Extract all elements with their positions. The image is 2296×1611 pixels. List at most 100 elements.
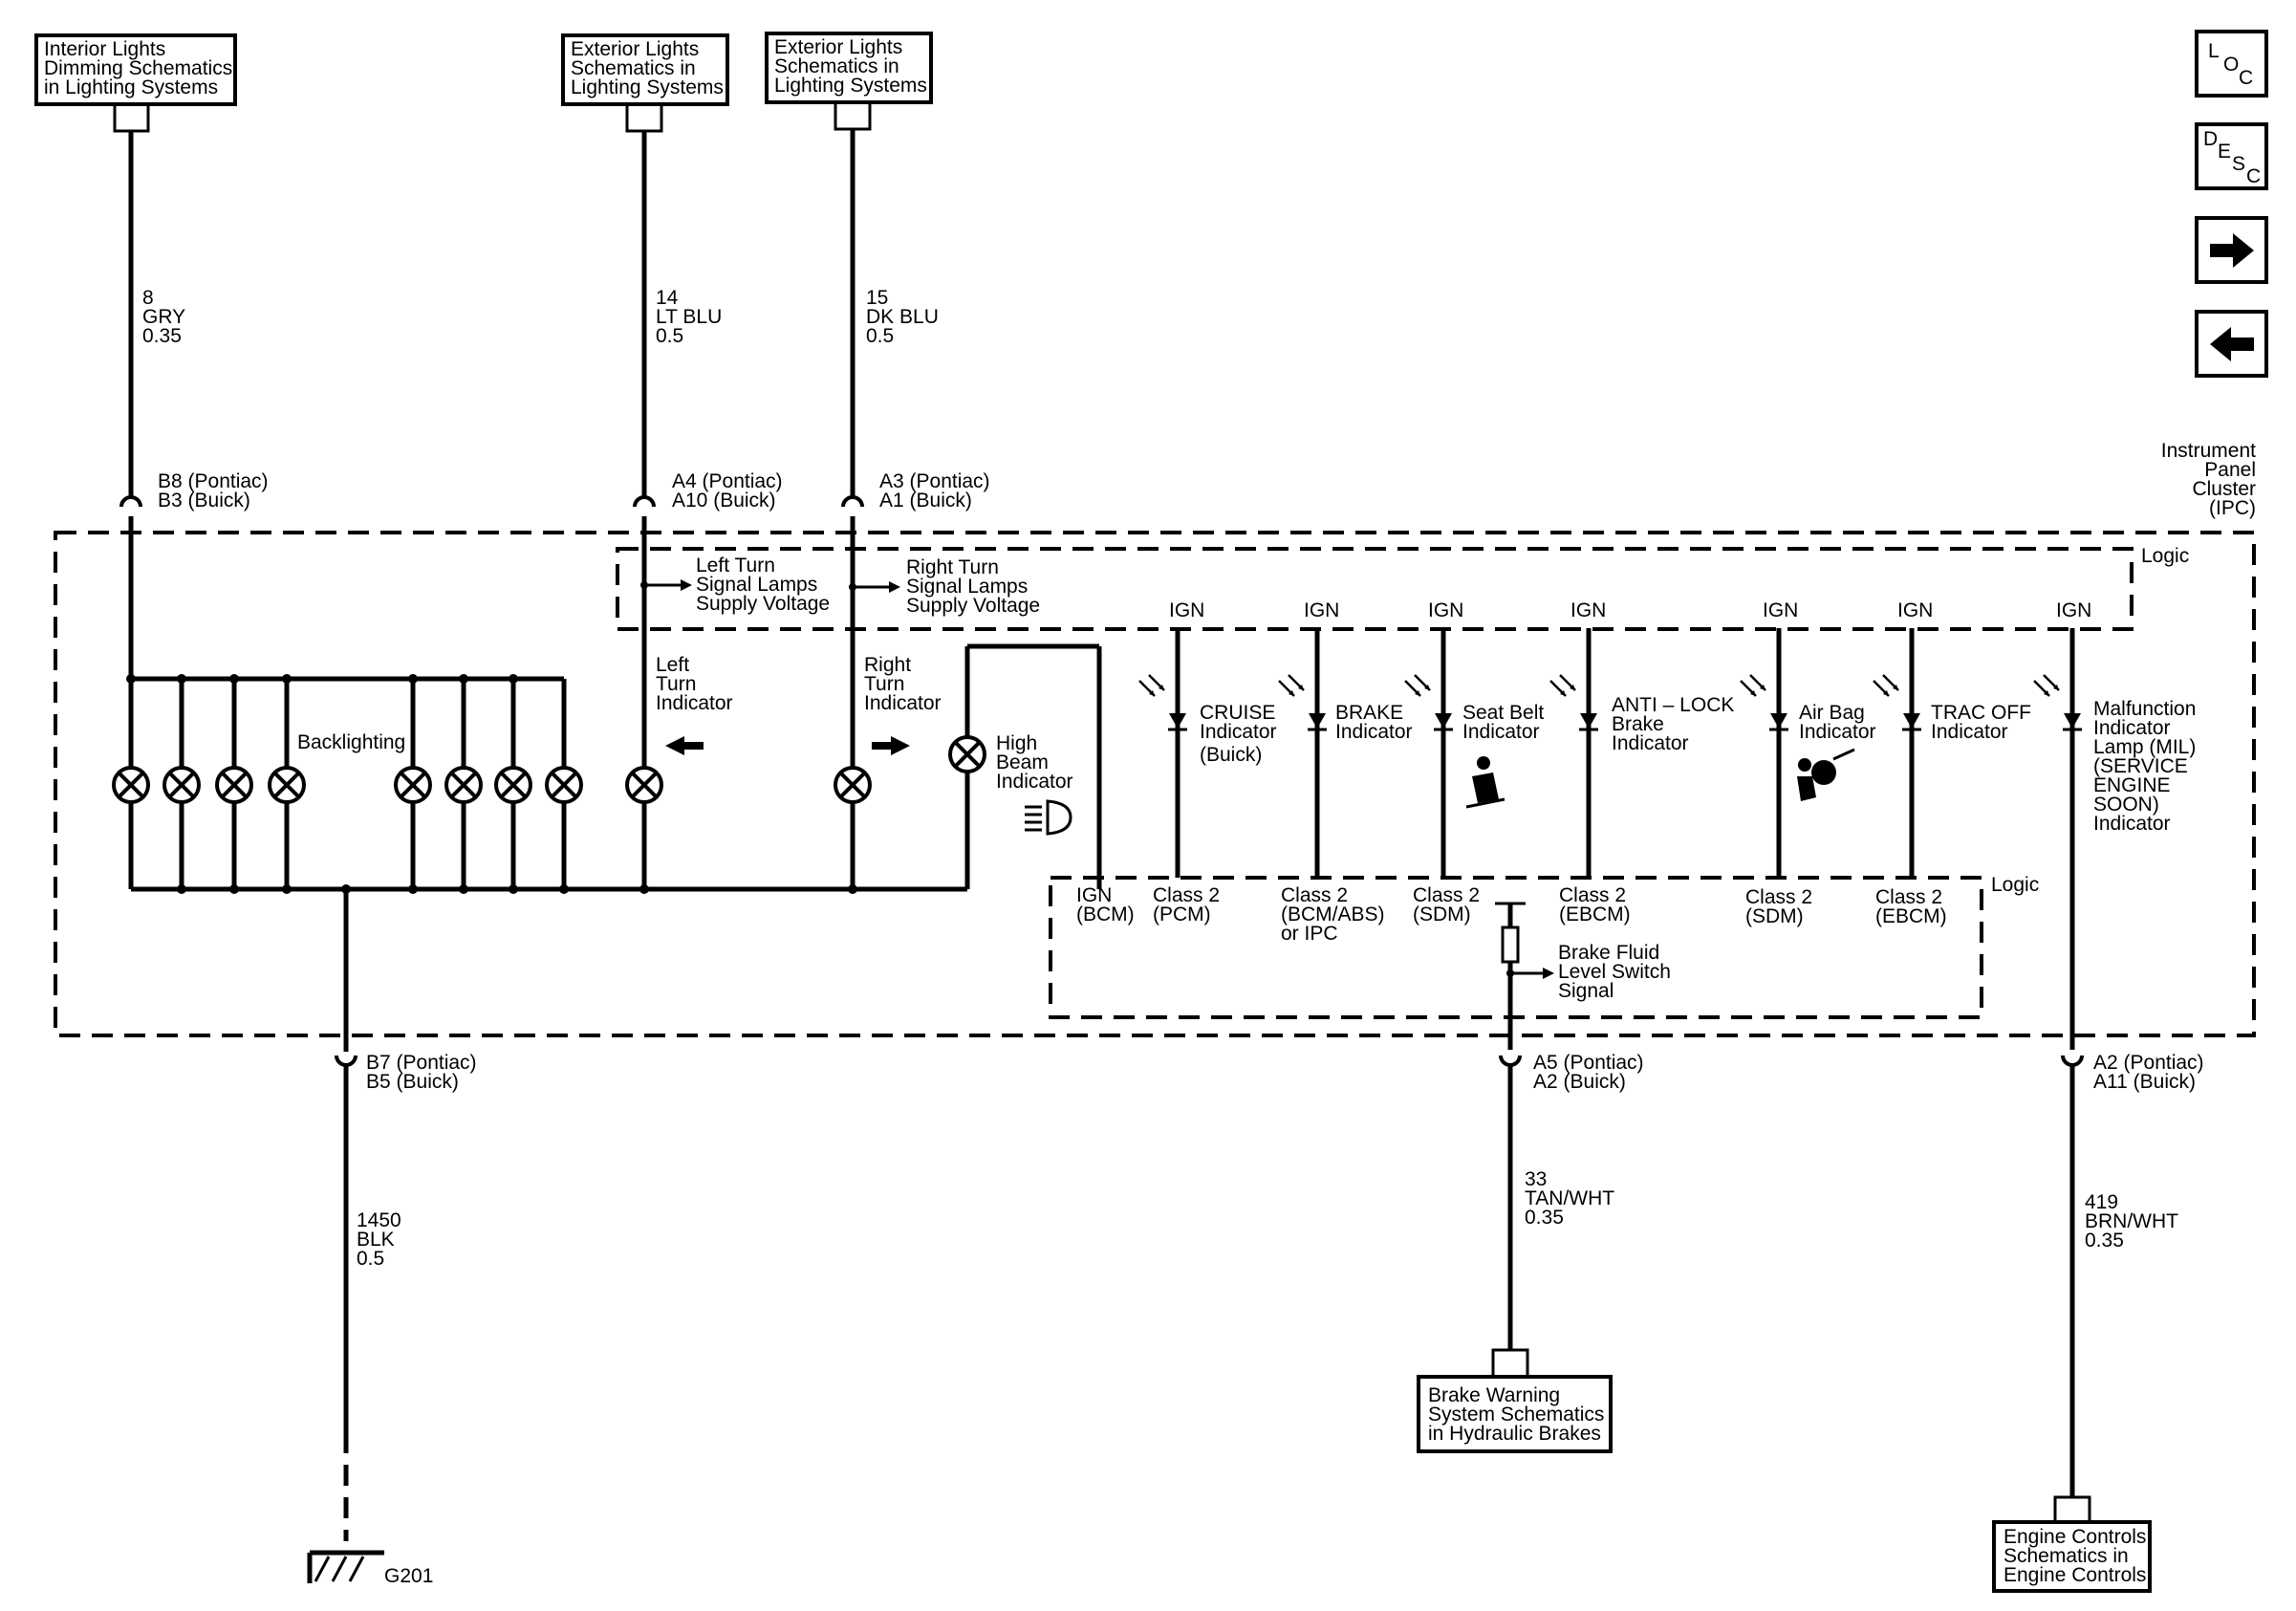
seatbelt-icon bbox=[1465, 756, 1505, 809]
logic-input-class2-bcm: Class 2 (BCM/ABS) or IPC bbox=[1281, 884, 1385, 945]
wire-label-419: 419 BRN/WHT 0.35 bbox=[2085, 1191, 2178, 1252]
svg-text:Seat Belt: Seat Belt bbox=[1462, 702, 1544, 724]
desc-button[interactable]: D E S C bbox=[2195, 122, 2268, 190]
brake-fluid-switch bbox=[1495, 902, 1554, 1050]
svg-text:IGN: IGN bbox=[1169, 599, 1204, 621]
svg-text:B7 (Pontiac): B7 (Pontiac) bbox=[366, 1052, 477, 1074]
svg-text:(SDM): (SDM) bbox=[1413, 903, 1471, 925]
ref-brake-warning[interactable]: Brake Warning System Schematics in Hydra… bbox=[1417, 1375, 1613, 1453]
right-turn-label: Right Turn Indicator bbox=[864, 654, 942, 714]
svg-text:14: 14 bbox=[656, 287, 679, 309]
svg-text:(BCM/ABS): (BCM/ABS) bbox=[1281, 903, 1385, 925]
ref-text: in Lighting Systems bbox=[44, 76, 218, 98]
svg-text:A2 (Buick): A2 (Buick) bbox=[1533, 1071, 1626, 1093]
left-arrow-icon bbox=[665, 736, 704, 755]
svg-text:Indicator: Indicator bbox=[2093, 813, 2171, 835]
ref-exterior-lights-left[interactable]: Exterior Lights Schematics in Lighting S… bbox=[561, 33, 729, 106]
left-turn-bulb-icon bbox=[625, 766, 663, 804]
svg-text:Indicator: Indicator bbox=[1799, 721, 1876, 743]
svg-text:IGN: IGN bbox=[1076, 884, 1112, 906]
svg-text:0.35: 0.35 bbox=[142, 325, 182, 347]
svg-text:ANTI – LOCK: ANTI – LOCK bbox=[1612, 694, 1734, 716]
svg-text:B3 (Buick): B3 (Buick) bbox=[158, 490, 250, 512]
svg-text:IGN: IGN bbox=[1763, 599, 1798, 621]
svg-text:(EBCM): (EBCM) bbox=[1559, 903, 1631, 925]
ref-text: Schematics in bbox=[571, 57, 696, 79]
backlight-bulb-icon bbox=[215, 766, 253, 804]
ref-engine-controls[interactable]: Engine Controls Schematics in Engine Con… bbox=[1992, 1520, 2152, 1593]
forward-button[interactable] bbox=[2195, 216, 2268, 284]
svg-text:A1 (Buick): A1 (Buick) bbox=[879, 490, 972, 512]
svg-text:B8 (Pontiac): B8 (Pontiac) bbox=[158, 470, 269, 492]
wire-label-1450: 1450 BLK 0.5 bbox=[357, 1209, 401, 1270]
svg-text:A2 (Pontiac): A2 (Pontiac) bbox=[2093, 1052, 2204, 1074]
svg-text:A11 (Buick): A11 (Buick) bbox=[2093, 1071, 2196, 1093]
svg-text:Class 2: Class 2 bbox=[1153, 884, 1220, 906]
ref-text: Schematics in bbox=[774, 55, 899, 77]
svg-text:Signal: Signal bbox=[1558, 980, 1614, 1002]
pin-label-a4: A4 (Pontiac) A10 (Buick) bbox=[672, 470, 783, 512]
left-turn-supply: Left Turn Signal Lamps Supply Voltage bbox=[640, 555, 830, 615]
left-turn-label: Left Turn Indicator bbox=[656, 654, 733, 714]
svg-text:TRAC OFF: TRAC OFF bbox=[1931, 702, 2031, 724]
brake-indicator-label: BRAKE Indicator bbox=[1335, 702, 1413, 743]
svg-text:Air Bag: Air Bag bbox=[1799, 702, 1865, 724]
svg-text:(BCM): (BCM) bbox=[1076, 903, 1135, 925]
svg-text:0.35: 0.35 bbox=[1525, 1207, 1564, 1229]
svg-text:Beam: Beam bbox=[996, 751, 1049, 773]
right-arrow-icon bbox=[872, 736, 910, 755]
ref-interior-lights[interactable]: Interior Lights Dimming Schematics in Li… bbox=[34, 33, 237, 106]
svg-text:BLK: BLK bbox=[357, 1229, 395, 1251]
airbag-icon bbox=[1797, 748, 1855, 801]
svg-text:Malfunction: Malfunction bbox=[2093, 698, 2196, 720]
svg-text:0.5: 0.5 bbox=[656, 325, 683, 347]
logic-input-class2-sdm-2: Class 2 (SDM) bbox=[1745, 886, 1812, 927]
loc-letter-c: C bbox=[2239, 67, 2253, 89]
svg-text:Indicator: Indicator bbox=[996, 771, 1073, 793]
svg-text:Lamp (MIL): Lamp (MIL) bbox=[2093, 736, 2196, 758]
ref-exterior-lights-right[interactable]: Exterior Lights Schematics in Lighting S… bbox=[765, 32, 933, 104]
svg-text:(IPC): (IPC) bbox=[2209, 497, 2256, 519]
ipc-label: Instrument Panel Cluster (IPC) bbox=[2161, 440, 2256, 519]
desc-letter-c: C bbox=[2246, 165, 2261, 187]
ref-text: Schematics in bbox=[2004, 1545, 2129, 1567]
back-button[interactable] bbox=[2195, 310, 2268, 378]
svg-text:Supply Voltage: Supply Voltage bbox=[696, 593, 830, 615]
mil-indicator-label: Malfunction Indicator Lamp (MIL) (SERVIC… bbox=[2093, 698, 2196, 835]
svg-text:Cluster: Cluster bbox=[2192, 478, 2256, 500]
svg-text:Signal Lamps: Signal Lamps bbox=[696, 574, 817, 596]
svg-text:Brake: Brake bbox=[1612, 713, 1664, 735]
loc-button[interactable]: L O C bbox=[2195, 30, 2268, 98]
logic-input-class2-ebcm-1: Class 2 (EBCM) bbox=[1559, 884, 1631, 925]
high-beam-bulb-icon bbox=[948, 735, 986, 773]
svg-text:CRUISE: CRUISE bbox=[1200, 702, 1275, 724]
svg-text:Panel: Panel bbox=[2204, 459, 2256, 481]
svg-text:or IPC: or IPC bbox=[1281, 923, 1338, 945]
svg-text:(PCM): (PCM) bbox=[1153, 903, 1211, 925]
wire-label-33: 33 TAN/WHT 0.35 bbox=[1525, 1168, 1614, 1229]
svg-text:(SDM): (SDM) bbox=[1745, 905, 1804, 927]
svg-text:Class 2: Class 2 bbox=[1745, 886, 1812, 908]
svg-text:Indicator: Indicator bbox=[2093, 717, 2171, 739]
svg-text:IGN: IGN bbox=[1897, 599, 1933, 621]
svg-text:0.35: 0.35 bbox=[2085, 1230, 2124, 1252]
ref-text: Interior Lights bbox=[44, 38, 165, 60]
brake-fluid-label: Brake Fluid Level Switch Signal bbox=[1558, 942, 1671, 1002]
ref-text: Engine Controls bbox=[2004, 1564, 2146, 1586]
backlight-bulb-icon bbox=[494, 766, 532, 804]
lower-logic-box bbox=[1049, 876, 1983, 1019]
logic-input-ign-bcm: IGN (BCM) bbox=[1076, 884, 1135, 925]
svg-text:Signal Lamps: Signal Lamps bbox=[906, 576, 1028, 598]
ref-text: Lighting Systems bbox=[571, 76, 724, 98]
svg-text:8: 8 bbox=[142, 287, 154, 309]
svg-text:0.5: 0.5 bbox=[357, 1248, 384, 1270]
svg-text:LT BLU: LT BLU bbox=[656, 306, 722, 328]
backlight-bulb-icon bbox=[162, 766, 201, 804]
backlight-bulb-icon bbox=[394, 766, 432, 804]
desc-letter-d: D bbox=[2203, 128, 2218, 150]
svg-text:Indicator: Indicator bbox=[1462, 721, 1540, 743]
ref-text: Brake Warning bbox=[1428, 1384, 1560, 1406]
backlighting-label: Backlighting bbox=[297, 731, 405, 753]
